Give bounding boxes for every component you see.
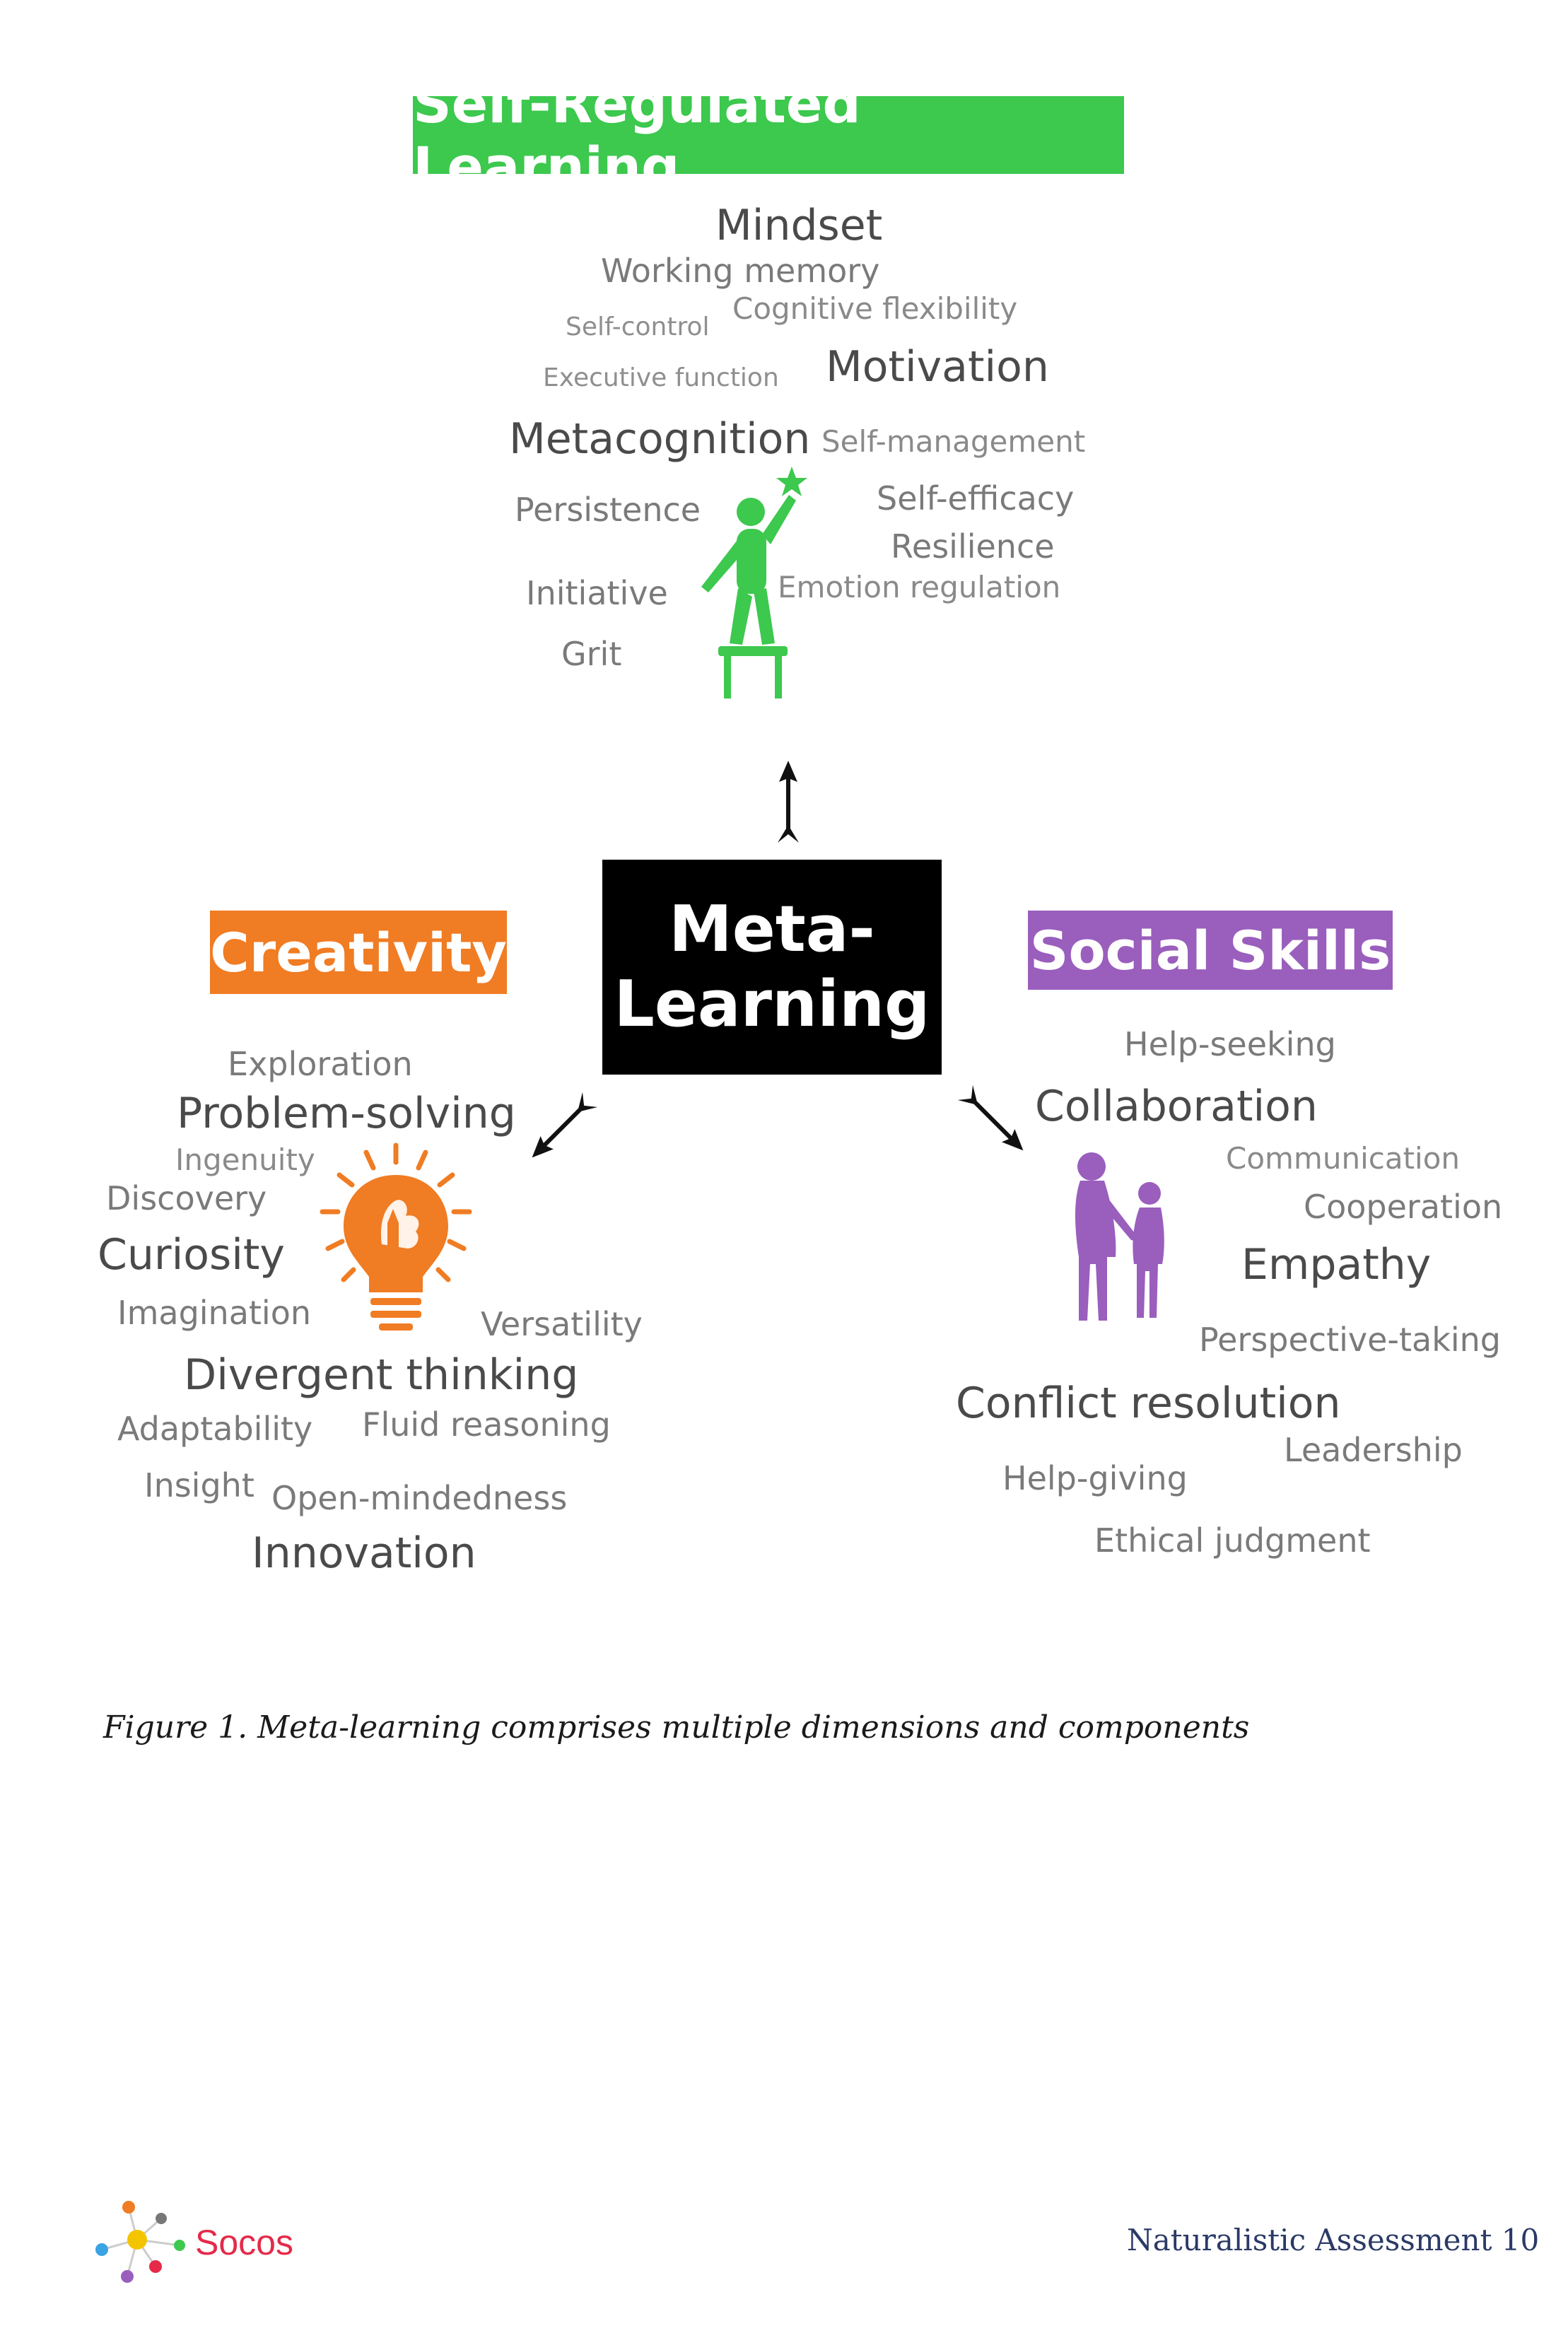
meta-learning-line2: Learning bbox=[614, 967, 930, 1041]
term-curiosity: Curiosity bbox=[98, 1230, 285, 1280]
term-emotion-regulation: Emotion regulation bbox=[778, 570, 1061, 604]
srl-header: Self-Regulated Learning bbox=[413, 72, 1124, 198]
term-divergent-thinking: Divergent thinking bbox=[184, 1350, 579, 1400]
term-cooperation: Cooperation bbox=[1304, 1188, 1503, 1226]
term-innovation: Innovation bbox=[252, 1528, 476, 1578]
person-on-stool-icon bbox=[701, 467, 807, 698]
page-footer: Naturalistic Assessment 10 bbox=[1127, 2223, 1540, 2257]
figure-caption: Figure 1. Meta-learning comprises multip… bbox=[103, 1709, 1250, 1746]
arrow-up-icon bbox=[778, 761, 799, 843]
term-exploration: Exploration bbox=[228, 1045, 413, 1083]
term-collaboration: Collaboration bbox=[1035, 1082, 1318, 1131]
term-imagination: Imagination bbox=[117, 1294, 312, 1332]
adult-child-icon bbox=[1075, 1152, 1164, 1321]
meta-learning-box: Meta- Learning bbox=[602, 860, 942, 1075]
creativity-header: Creativity bbox=[210, 911, 507, 994]
arrow-down-left-icon bbox=[532, 1092, 598, 1158]
term-fluid-reasoning: Fluid reasoning bbox=[362, 1405, 611, 1444]
term-motivation: Motivation bbox=[826, 342, 1049, 392]
term-problem-solving: Problem-solving bbox=[177, 1089, 516, 1138]
term-adaptability: Adaptability bbox=[117, 1410, 313, 1448]
socos-logo-text: Socos bbox=[195, 2223, 293, 2262]
term-resilience: Resilience bbox=[891, 527, 1055, 566]
term-discovery: Discovery bbox=[106, 1179, 267, 1217]
term-self-management: Self-management bbox=[821, 424, 1086, 459]
meta-learning-line1: Meta- bbox=[669, 892, 875, 966]
arrow-down-right-icon bbox=[957, 1084, 1024, 1151]
term-ingenuity: Ingenuity bbox=[175, 1142, 315, 1177]
term-initiative: Initiative bbox=[526, 574, 668, 612]
term-executive-function: Executive function bbox=[543, 363, 779, 392]
term-versatility: Versatility bbox=[481, 1305, 643, 1343]
term-working-memory: Working memory bbox=[601, 252, 880, 290]
term-ethical-judgment: Ethical judgment bbox=[1094, 1521, 1371, 1560]
socos-logo-icon bbox=[95, 2201, 185, 2283]
term-mindset: Mindset bbox=[715, 201, 883, 250]
term-empathy: Empathy bbox=[1241, 1240, 1432, 1290]
social-skills-header: Social Skills bbox=[1028, 911, 1393, 990]
term-perspective-taking: Perspective-taking bbox=[1199, 1321, 1502, 1359]
term-leadership: Leadership bbox=[1284, 1431, 1463, 1469]
lightbulb-icon bbox=[320, 1142, 472, 1331]
term-metacognition: Metacognition bbox=[509, 414, 811, 464]
term-help-giving: Help-giving bbox=[1002, 1459, 1188, 1497]
term-insight: Insight bbox=[144, 1466, 254, 1504]
term-help-seeking: Help-seeking bbox=[1124, 1025, 1336, 1063]
term-cognitive-flexibility: Cognitive flexibility bbox=[732, 291, 1018, 326]
term-grit: Grit bbox=[561, 635, 622, 673]
term-conflict-resolution: Conflict resolution bbox=[956, 1379, 1341, 1428]
term-persistence: Persistence bbox=[515, 491, 701, 529]
term-communication: Communication bbox=[1226, 1141, 1461, 1176]
term-self-efficacy: Self-efficacy bbox=[877, 479, 1075, 518]
term-open-mindedness: Open-mindedness bbox=[271, 1479, 568, 1517]
term-self-control: Self-control bbox=[566, 312, 710, 341]
